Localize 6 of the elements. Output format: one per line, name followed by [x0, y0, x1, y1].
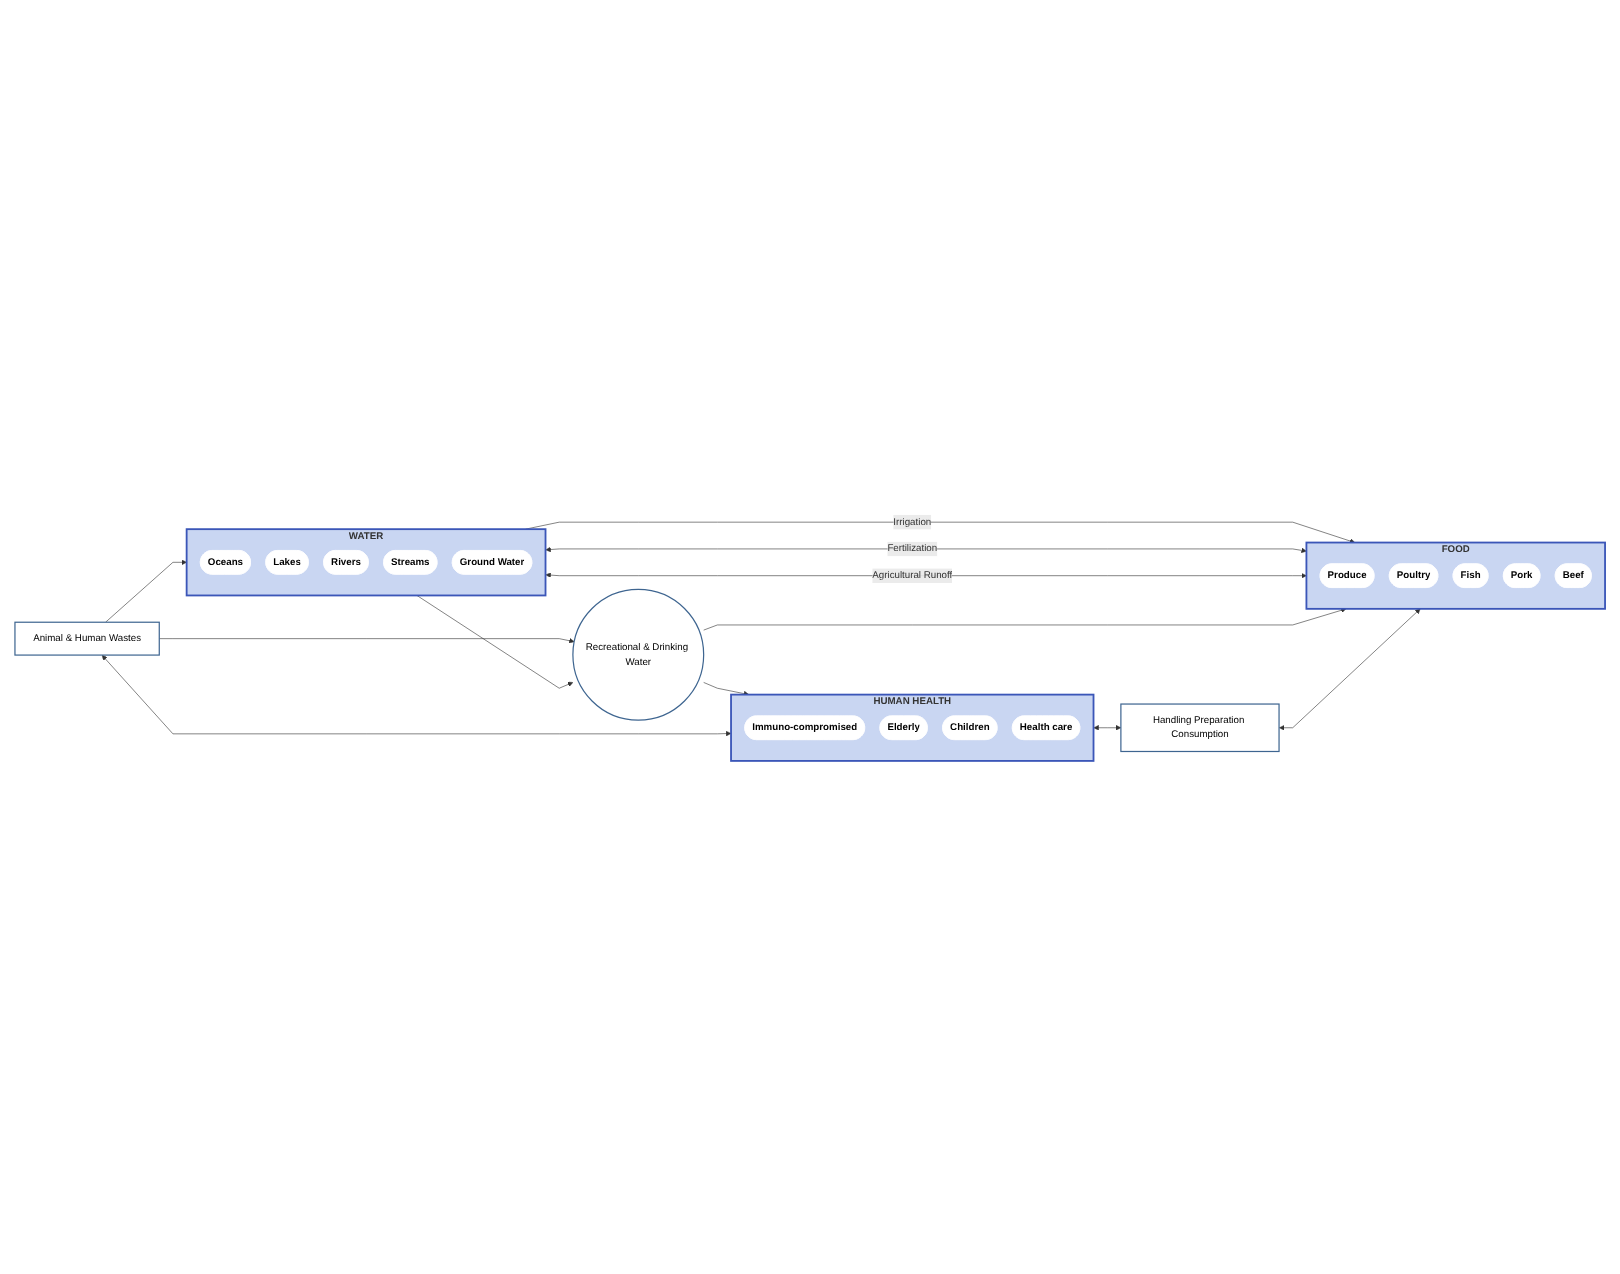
cluster — [1305, 540, 1606, 609]
cluster — [185, 527, 547, 596]
node-circle — [572, 587, 705, 720]
node-box — [14, 620, 160, 655]
cluster — [730, 692, 1095, 761]
node-box — [1120, 702, 1280, 752]
